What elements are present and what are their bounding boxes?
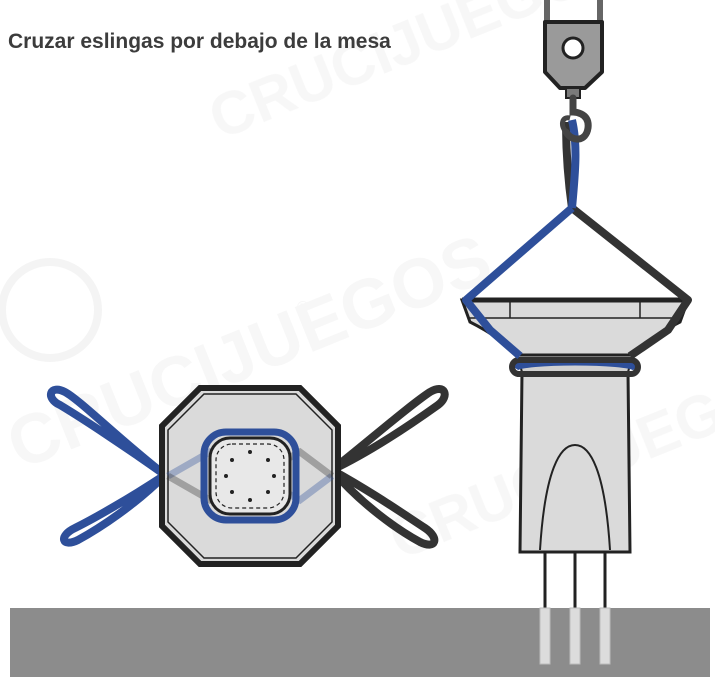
dark-sling-loop-upper [328,385,449,474]
ground-slab [10,608,710,677]
dark-sling-leg [569,204,692,360]
diagram-title: Cruzar eslingas por debajo de la mesa [8,30,391,53]
lifting-elevation [459,0,692,665]
top-view-pile-cap [47,385,449,567]
watermark-logo-ring [0,258,102,362]
blue-sling-loop-upper [47,385,169,479]
blue-sling-loop-lower [60,471,169,547]
watermark-registered-mark: ® [297,299,309,316]
rebar-dots [224,450,276,502]
dark-sling-loop-lower [328,466,439,549]
table-cap [459,298,691,357]
blue-sling-leg [462,204,575,360]
anchor-bolts-icon [539,552,611,665]
blue-sling-ring [200,428,300,524]
sling-wrap [509,357,641,377]
crane-hook-icon [543,0,604,143]
column-body [518,370,632,554]
column-section [208,436,292,516]
